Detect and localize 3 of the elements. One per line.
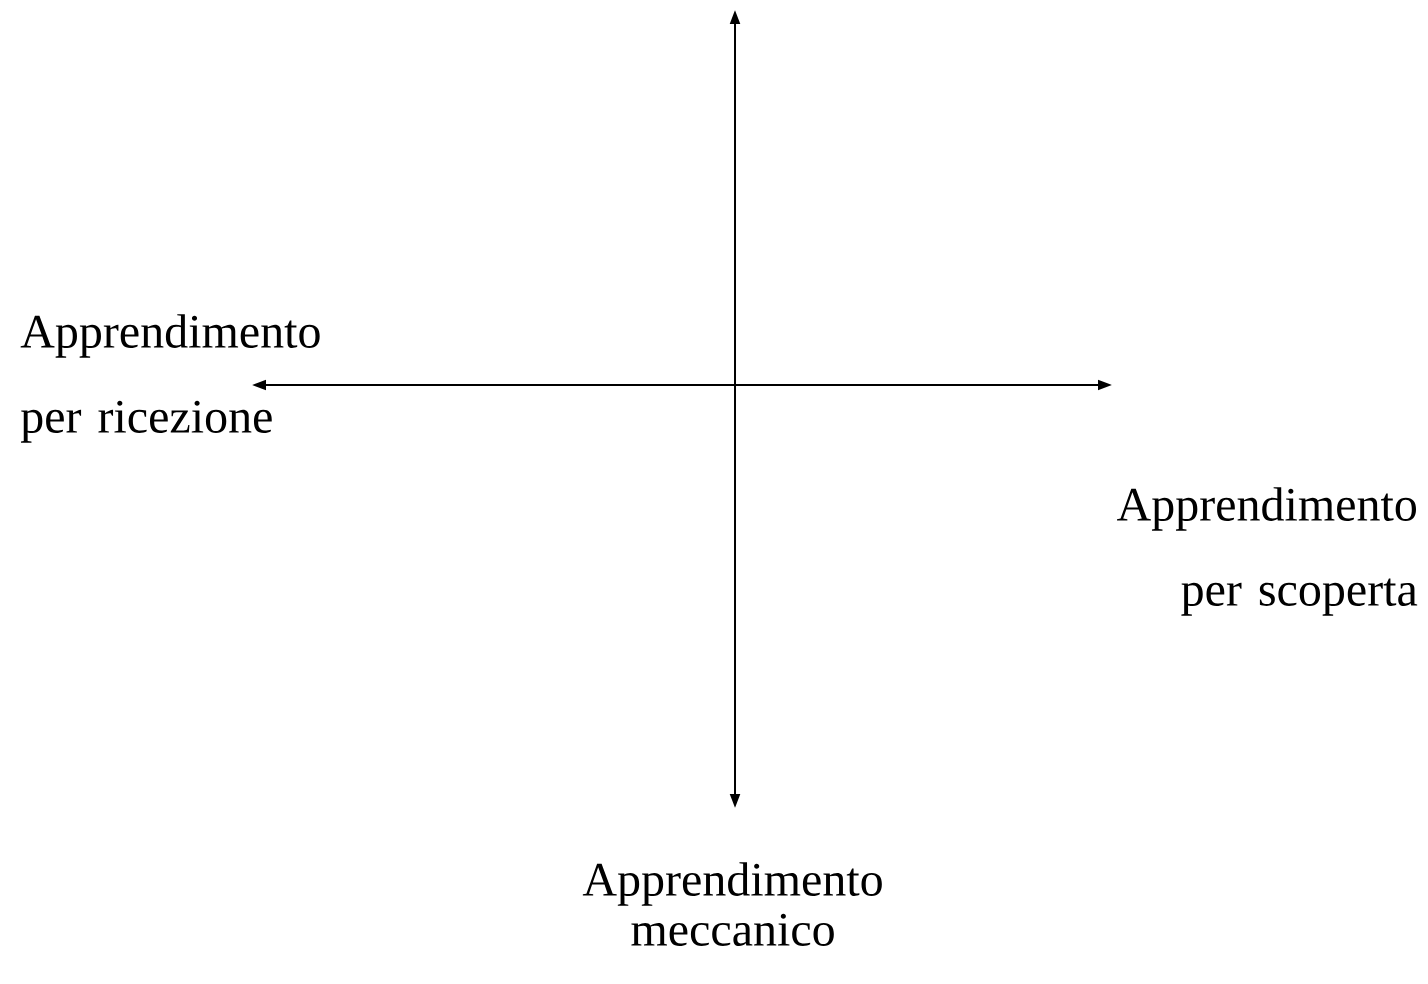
axis-label: Apprendimento per ricezione	[20, 314, 320, 443]
axis-label: Apprendimento per scoperta	[1117, 487, 1418, 616]
axis-label: Apprendimento meccanico	[582, 862, 882, 946]
